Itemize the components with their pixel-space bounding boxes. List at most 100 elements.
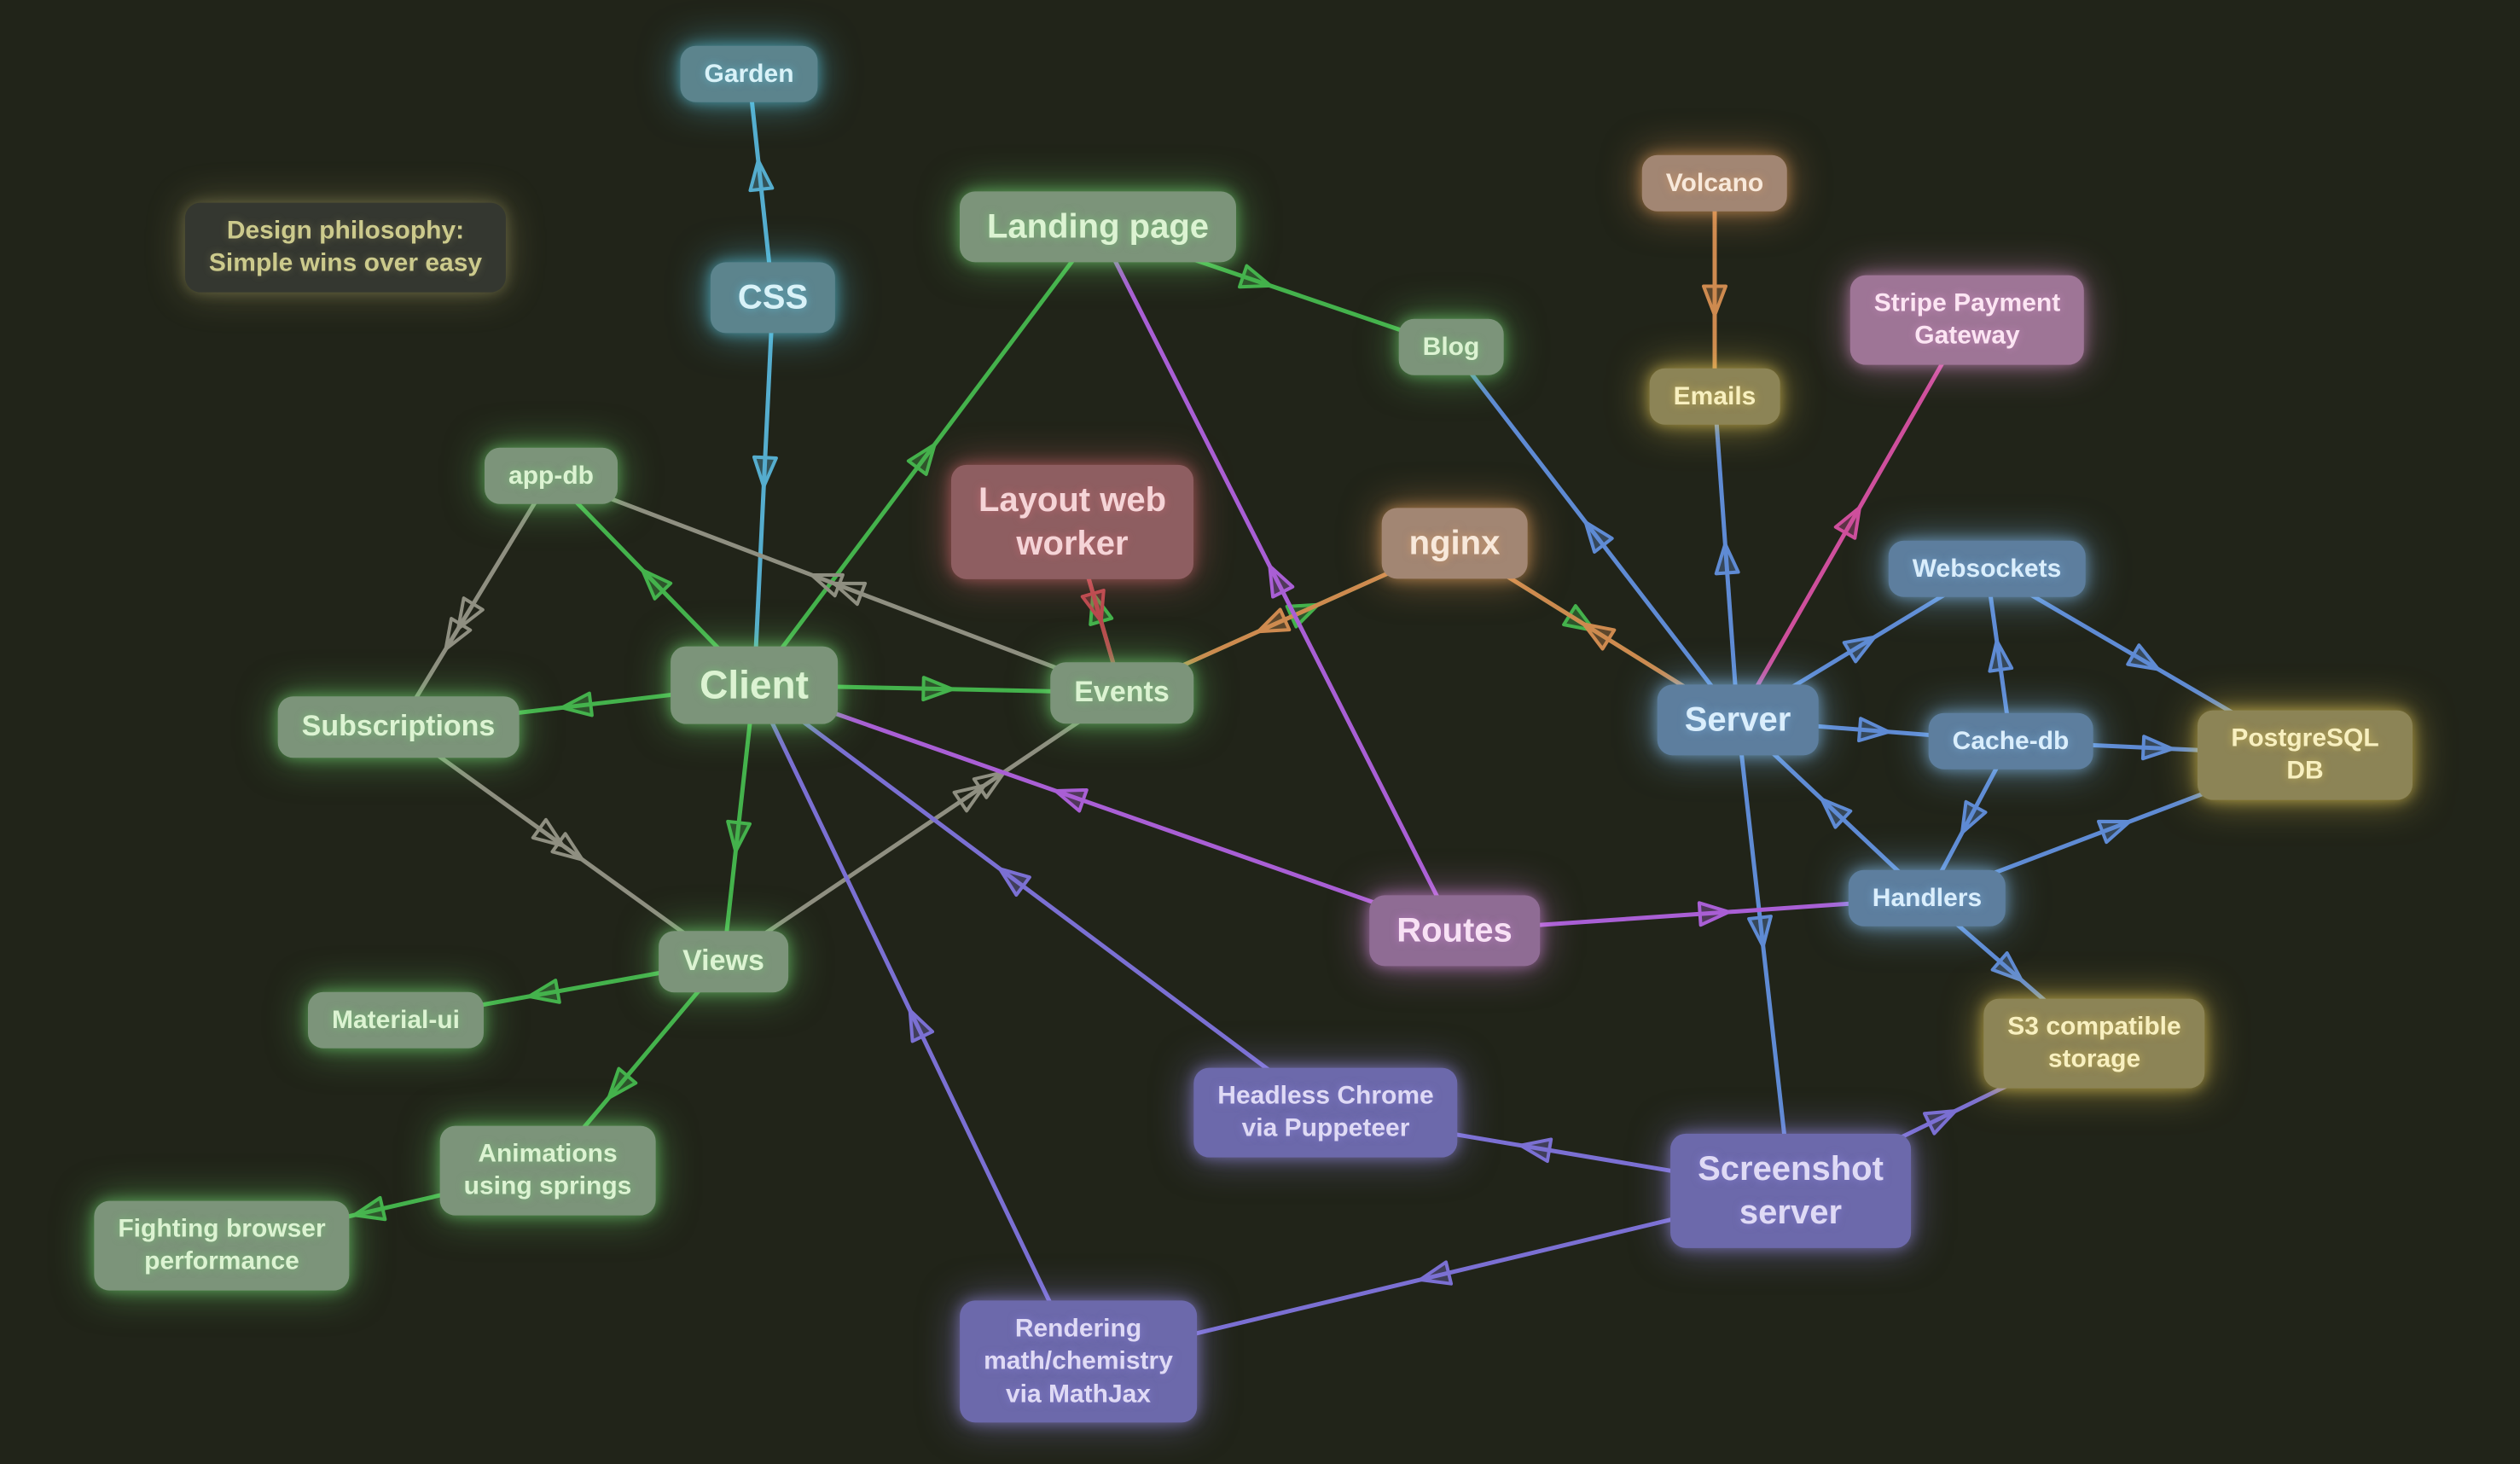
- node-label-cache-db: Cache-db: [1952, 726, 2070, 755]
- arrowhead-cache-db-handlers: [1960, 799, 1988, 835]
- edge-client-landing-page: [752, 225, 1100, 687]
- arrowhead-subscriptions-views: [550, 832, 584, 862]
- arrowhead-cache-db-websockets: [1988, 639, 2014, 673]
- node-cache-db[interactable]: Cache-db: [1928, 712, 2093, 770]
- node-label-routes: Routes: [1396, 911, 1513, 950]
- arrowhead-routes-handlers: [1697, 901, 1731, 927]
- node-label-postgresql: PostgreSQL DB: [2231, 723, 2379, 785]
- node-label-views: Views: [682, 944, 764, 978]
- node-nginx[interactable]: nginx: [1381, 508, 1528, 579]
- arrowhead-screenshot-server-headless-chrome: [1518, 1137, 1553, 1164]
- edge-routes-client: [753, 683, 1455, 933]
- edge-app-db-subscriptions: [396, 474, 554, 729]
- node-label-css: CSS: [737, 278, 809, 317]
- node-volcano[interactable]: Volcano: [1641, 154, 1788, 212]
- edge-headless-chrome-client: [752, 683, 1327, 1115]
- arrowhead-client-views: [726, 819, 752, 854]
- node-handlers[interactable]: Handlers: [1848, 869, 2006, 927]
- node-label-events: Events: [1074, 676, 1170, 709]
- node-headless-chrome[interactable]: Headless Chrome via Puppeteer: [1193, 1067, 1458, 1158]
- node-fighting-browser[interactable]: Fighting browser performance: [94, 1200, 350, 1291]
- node-emails[interactable]: Emails: [1649, 368, 1780, 426]
- arrowhead-server-stripe: [1833, 505, 1861, 540]
- node-subscriptions[interactable]: Subscriptions: [277, 696, 520, 758]
- node-websockets[interactable]: Websockets: [1888, 540, 2086, 598]
- node-material-ui[interactable]: Material-ui: [307, 991, 485, 1049]
- node-label-server: Server: [1684, 700, 1791, 739]
- arrowhead-views-animations: [607, 1066, 638, 1101]
- node-label-nginx: nginx: [1408, 524, 1501, 562]
- node-app-db[interactable]: app-db: [485, 447, 618, 505]
- node-label-volcano: Volcano: [1665, 168, 1764, 197]
- node-views[interactable]: Views: [659, 931, 788, 992]
- arrowhead-server-screenshot-server: [1747, 915, 1773, 949]
- arrowhead-views-events: [952, 783, 987, 813]
- edge-cache-db-websockets: [1984, 568, 2013, 742]
- arrowhead-subscriptions-views: [531, 817, 565, 848]
- node-garden[interactable]: Garden: [680, 45, 818, 103]
- edge-routes-landing-page: [1095, 225, 1457, 932]
- edge-mathjax-client: [752, 683, 1081, 1363]
- node-label-client: Client: [700, 662, 809, 707]
- arrowhead-views-material-ui: [527, 979, 561, 1004]
- arrowhead-handlers-postgresql: [2096, 819, 2132, 845]
- edge-css-garden: [746, 73, 775, 299]
- node-blog[interactable]: Blog: [1398, 318, 1504, 376]
- node-label-stripe: Stripe Payment Gateway: [1873, 288, 2061, 350]
- node-label-garden: Garden: [704, 59, 794, 88]
- arrowhead-volcano-emails: [1702, 284, 1727, 317]
- node-layout-worker[interactable]: Layout web worker: [950, 464, 1194, 580]
- node-label-headless-chrome: Headless Chrome via Puppeteer: [1217, 1081, 1434, 1142]
- node-postgresql[interactable]: PostgreSQL DB: [2198, 710, 2413, 800]
- arrowhead-server-cache-db: [1857, 717, 1890, 743]
- edge-css-client: [752, 297, 775, 686]
- edge-server-stripe: [1735, 318, 1970, 722]
- node-label-screenshot-server: Screenshot server: [1698, 1149, 1884, 1231]
- node-label-subscriptions: Subscriptions: [301, 710, 496, 743]
- arrowhead-websockets-postgresql: [2126, 643, 2161, 671]
- edge-server-blog: [1449, 346, 1739, 722]
- node-mathjax[interactable]: Rendering math/chemistry via MathJax: [960, 1300, 1197, 1423]
- node-design-philosophy[interactable]: Design philosophy: Simple wins over easy: [184, 202, 507, 293]
- node-events[interactable]: Events: [1050, 662, 1193, 723]
- edge-views-events: [722, 690, 1124, 964]
- node-label-emails: Emails: [1673, 381, 1756, 410]
- arrowhead-app-db-subscriptions: [444, 617, 473, 651]
- node-client[interactable]: Client: [671, 646, 838, 724]
- arrowhead-screenshot-server-mathjax: [1418, 1260, 1454, 1286]
- arrowhead-client-landing-page: [906, 442, 937, 476]
- node-server[interactable]: Server: [1657, 684, 1819, 756]
- arrowhead-css-garden: [748, 158, 775, 193]
- arrowhead-server-blog: [1583, 520, 1614, 554]
- node-label-app-db: app-db: [508, 461, 594, 490]
- node-label-s3: S3 compatible storage: [2007, 1012, 2181, 1073]
- arrowhead-server-nginx: [1582, 622, 1617, 651]
- arrowhead-nginx-events: [1256, 607, 1292, 634]
- node-routes[interactable]: Routes: [1369, 895, 1540, 967]
- node-screenshot-server[interactable]: Screenshot server: [1670, 1133, 1911, 1249]
- node-label-blog: Blog: [1422, 332, 1480, 361]
- arrowhead-server-emails: [1714, 542, 1740, 576]
- arrowhead-handlers-s3: [1990, 951, 2024, 983]
- arrowhead-events-app-db: [810, 572, 845, 598]
- node-s3[interactable]: S3 compatible storage: [1983, 998, 2205, 1089]
- node-label-websockets: Websockets: [1912, 554, 2062, 583]
- node-label-fighting-browser: Fighting browser performance: [118, 1214, 326, 1275]
- arrowhead-routes-client: [1054, 787, 1089, 813]
- node-landing-page[interactable]: Landing page: [960, 191, 1236, 263]
- node-css[interactable]: CSS: [710, 262, 836, 334]
- arrowhead-routes-landing-page: [1268, 564, 1295, 599]
- arrowhead-client-events: [921, 676, 955, 702]
- node-label-animations: Animations using springs: [463, 1139, 632, 1200]
- node-stripe[interactable]: Stripe Payment Gateway: [1849, 275, 2085, 365]
- node-label-handlers: Handlers: [1872, 883, 1983, 912]
- node-animations[interactable]: Animations using springs: [439, 1125, 656, 1216]
- arrowhead-server-websockets: [1842, 635, 1877, 664]
- arrowhead-events-app-db: [832, 581, 868, 607]
- arrowhead-animations-fighting-browser: [352, 1195, 387, 1222]
- node-label-material-ui: Material-ui: [331, 1005, 461, 1034]
- arrowhead-css-client: [752, 455, 778, 489]
- arrowhead-mathjax-client: [908, 1008, 935, 1043]
- arrowhead-landing-page-blog: [1238, 264, 1273, 289]
